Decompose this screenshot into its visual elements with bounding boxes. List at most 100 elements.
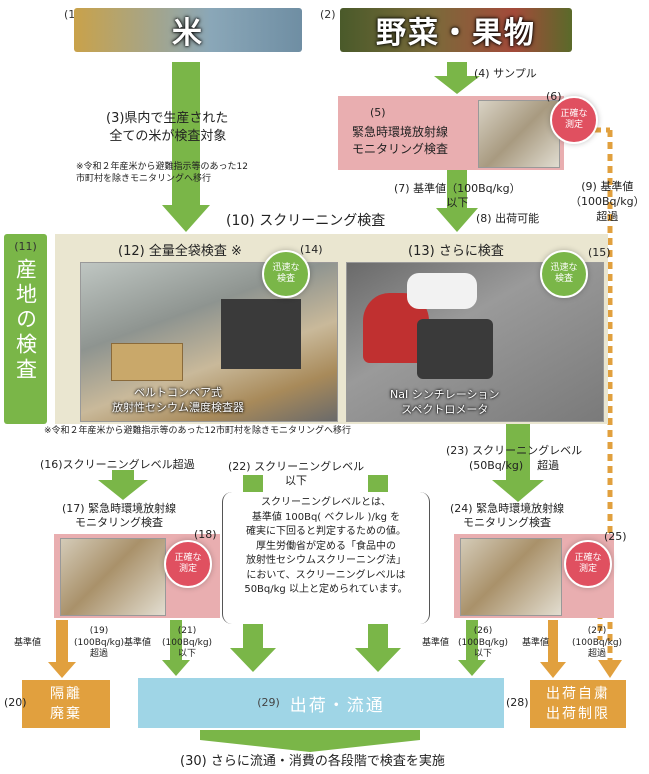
explain-line: 基準値 100Bq( ベクレル )/kg を — [251, 511, 401, 523]
fast14-num: (14) — [300, 243, 323, 256]
step19-line2: 超過 — [90, 649, 109, 660]
veg-header-label: 野菜・果物 — [376, 16, 536, 51]
arrow-16 — [98, 470, 148, 500]
arrow-26 — [458, 620, 486, 676]
ship-num: (29) — [257, 696, 280, 710]
monitor5-photo — [478, 100, 560, 168]
step26: (26) (100Bq/kg) 以下 — [458, 626, 508, 661]
step23-line3: 超過 — [537, 458, 560, 472]
belt-line1: ベルトコンベア式 — [134, 386, 222, 399]
step27-line2: 超過 — [588, 649, 607, 660]
arrow-23 — [492, 420, 544, 502]
step19-line1: (100Bq/kg) — [74, 637, 125, 648]
step9-line2: （100Bq/kg） — [570, 194, 645, 208]
arrow-sample — [434, 62, 480, 94]
rice-all-line1: (3)県内で生産された — [106, 111, 229, 126]
nai-line1: NaI シンチレーション — [390, 388, 500, 401]
dispose-line2: 廃棄 — [50, 706, 82, 722]
note-mid: ※令和２年産米から避難指示等のあった12市町村を除きモニタリングへ移行 — [44, 426, 351, 436]
restrict-line2: 出荷制限 — [546, 706, 610, 722]
kijun-26: 基準値 — [422, 638, 450, 648]
local-inspection-bar: (11) 産地の検査 — [4, 234, 47, 424]
explain-line: 厚生労働省が定める「食品中の — [256, 540, 396, 552]
accurate6-text: 正確な測定 — [560, 109, 588, 130]
rice-all-text: (3)県内で生産された 全ての米が検査対象 — [106, 110, 228, 145]
kijun-19: 基準値 — [14, 638, 42, 648]
veg-header: 野菜・果物 — [340, 8, 572, 52]
rice-note-line1: ※令和２年産米から避難指示等のあった12 — [76, 162, 248, 172]
step21: (21) (100Bq/kg) 以下 — [162, 626, 212, 661]
step21-num: (21) — [177, 626, 197, 636]
monitor24-line2: モニタリング検査 — [463, 515, 552, 529]
fast15-num: (15) — [588, 246, 611, 259]
arrow-final — [200, 730, 420, 752]
step27: (27) (100Bq/kg) 超過 — [572, 626, 622, 661]
screening-title: (10) スクリーニング検査 — [226, 213, 386, 229]
monitor17-photo — [60, 538, 166, 616]
step22: (22) スクリーニングレベル 以下 — [228, 460, 364, 488]
step22-line2: 以下 — [285, 473, 308, 487]
explain-text: スクリーニングレベルとは、 基準値 100Bq( ベクレル )/kg を 確実に… — [223, 492, 429, 602]
accurate18-num: (18) — [194, 528, 217, 541]
step9-line1: (9) 基準値 — [581, 180, 634, 193]
monitor5-text: 緊急時環境放射線 モニタリング検査 — [352, 124, 448, 158]
belt-line2: 放射性セシウム濃度検査器 — [112, 400, 244, 414]
rice-note: ※令和２年産米から避難指示等のあった12 市町村を除きモニタリングへ移行 — [76, 162, 248, 185]
step7-line1: (7) 基準値（100Bq/kg） — [394, 182, 521, 195]
accurate18-text: 正確な測定 — [174, 553, 202, 574]
final-step: (30) さらに流通・消費の各段階で検査を実施 — [180, 754, 445, 769]
restrict-box: 出荷自粛 出荷制限 — [530, 680, 626, 728]
accurate25-text: 正確な測定 — [574, 553, 602, 574]
sample-label: (4) サンプル — [474, 67, 537, 80]
kijun-21: 基準値 — [124, 638, 152, 648]
full-check-title: (12) 全量全袋検査 ※ — [118, 244, 242, 259]
arrow-27 — [540, 620, 566, 678]
explain-line: 50Bq/kg 以上と定められています。 — [244, 584, 408, 595]
belt-caption: ベルトコンベア式 放射性セシウム濃度検査器 — [112, 386, 244, 416]
rice-header: 米 — [74, 8, 302, 52]
monitor17-line2: モニタリング検査 — [75, 515, 164, 529]
accurate25-num: (25) — [604, 530, 627, 543]
explain-box: スクリーニングレベルとは、 基準値 100Bq( ベクレル )/kg を 確実に… — [222, 492, 430, 624]
monitor24-line1: (24) 緊急時環境放射線 — [450, 502, 565, 515]
monitor24-text: (24) 緊急時環境放射線 モニタリング検査 — [450, 502, 564, 530]
veg-num: (2) — [320, 8, 336, 21]
explain-line: において、スクリーニングレベルは — [246, 569, 406, 581]
explain-line: スクリーニングレベルとは、 — [261, 497, 391, 508]
monitor5-num: (5) — [370, 106, 386, 119]
rice-bags — [111, 343, 183, 381]
ship-box: (29) 出荷・流通 — [138, 678, 504, 728]
local-num: (11) — [14, 240, 37, 253]
arrow-21 — [162, 620, 190, 676]
fast15-text: 迅速な検査 — [550, 263, 578, 284]
local-label: 産地の検査 — [13, 257, 38, 383]
fast14-bubble: 迅速な検査 — [262, 250, 310, 298]
step23-line1: (23) スクリーニングレベル — [446, 444, 583, 457]
belt-machine — [221, 299, 301, 369]
arrow-19 — [48, 620, 76, 678]
rice-header-label: 米 — [172, 16, 204, 51]
step8: (8) 出荷可能 — [476, 212, 540, 225]
arrow-rice-down — [162, 62, 210, 232]
monitor17-line1: (17) 緊急時環境放射線 — [62, 502, 177, 515]
accurate6-num: (6) — [546, 90, 562, 103]
ship-label: 出荷・流通 — [289, 695, 385, 716]
step7: (7) 基準値（100Bq/kg） 以下 — [394, 182, 521, 210]
nai-detector — [417, 319, 493, 379]
step7-line2: 以下 — [446, 195, 469, 209]
restrict-num: (28) — [506, 696, 529, 709]
step19-num: (19) — [89, 626, 109, 636]
step16: (16)スクリーニングレベル超過 — [40, 458, 195, 471]
monitor24-photo — [460, 538, 562, 616]
rice-note-line2: 市町村を除きモニタリングへ移行 — [76, 173, 212, 184]
step19: (19) (100Bq/kg) 超過 — [74, 626, 124, 661]
step22-line1: (22) スクリーニングレベル — [228, 460, 365, 473]
step21-line1: (100Bq/kg) — [162, 637, 213, 648]
accurate25-bubble: 正確な測定 — [564, 540, 612, 588]
step23: (23) スクリーニングレベル (50Bq/kg)超過 — [446, 444, 582, 474]
dispose-num: (20) — [4, 696, 27, 709]
monitor5-line1: 緊急時環境放射線 — [352, 125, 449, 139]
accurate18-bubble: 正確な測定 — [164, 540, 212, 588]
step27-num: (27) — [587, 626, 607, 636]
arrow-dashed-end — [598, 660, 622, 678]
